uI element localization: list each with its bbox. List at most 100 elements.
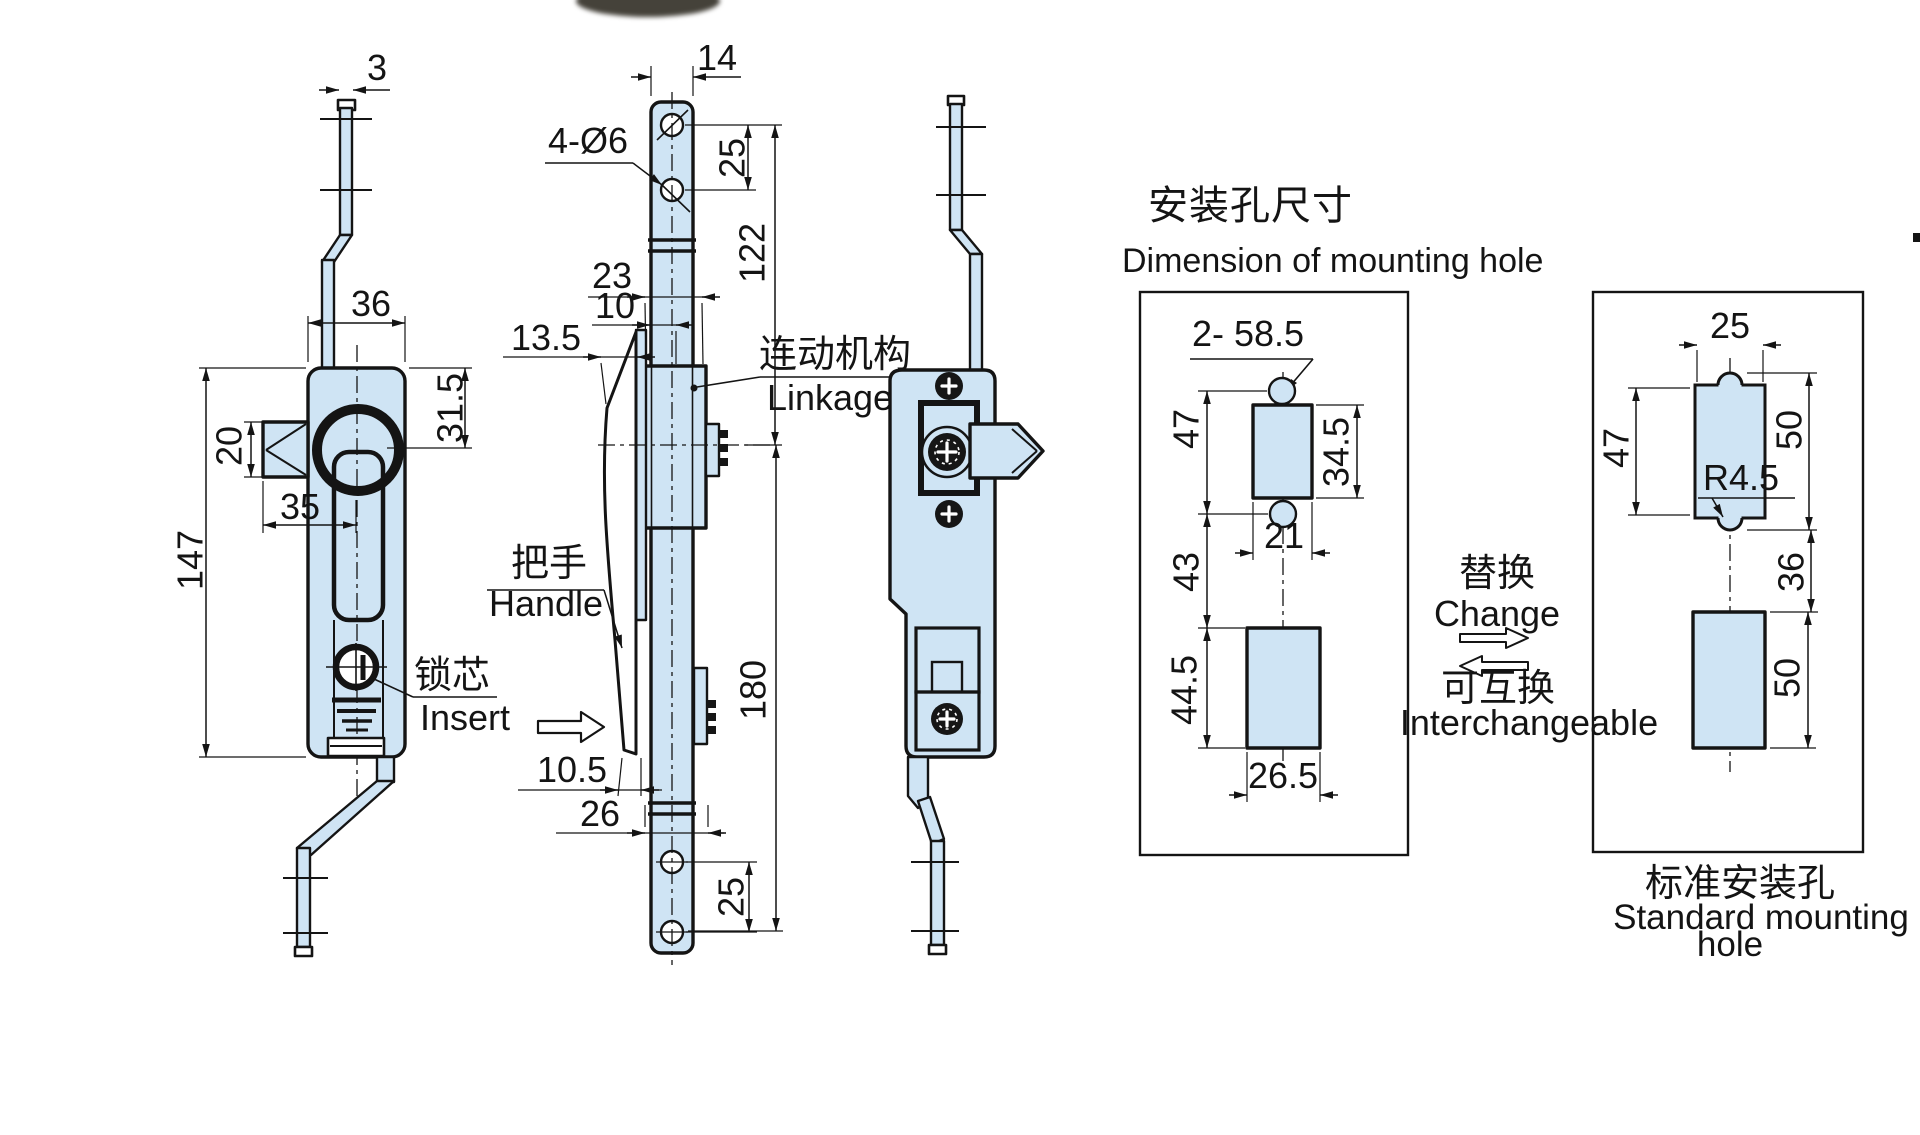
dim-label: 44.5 xyxy=(1164,655,1205,725)
mounting-panel-2: 25 47 50 R4.5 xyxy=(1591,290,1909,964)
mounting-panel-1: 2- 58.5 47 34.5 xyxy=(1138,290,1410,857)
insert-callout: 锁芯 Insert xyxy=(373,655,510,738)
rod-bottom-bend xyxy=(916,795,946,846)
cam-lower xyxy=(692,666,709,746)
change-label-cn: 替换 xyxy=(1459,553,1535,595)
lower-block xyxy=(914,690,981,752)
dim-label: 47 xyxy=(1166,409,1207,449)
section-title-cn: 安装孔尺寸 xyxy=(1148,184,1353,228)
slot-upper xyxy=(1695,385,1765,518)
dim-label: 36 xyxy=(351,283,391,324)
radius-callout: R4.5 xyxy=(1698,457,1795,518)
caption-cn: 标准安装孔 xyxy=(1645,863,1835,905)
panel-border xyxy=(1138,290,1410,857)
rod-lower xyxy=(320,258,336,370)
dim-label: 35 xyxy=(280,486,320,527)
dim-lower-width: 26.5 xyxy=(1229,752,1338,802)
dim-handle-depth: 13.5 xyxy=(503,317,655,405)
handle-label-cn: 把手 xyxy=(511,543,587,585)
latch-arm xyxy=(968,422,1045,480)
dim-label: 50 xyxy=(1769,410,1810,450)
dim-label: 13.5 xyxy=(511,317,581,358)
dim-lower-height: 44.5 xyxy=(1164,628,1245,749)
mounting-section: 安装孔尺寸 Dimension of mounting hole 2- 58.5… xyxy=(1122,184,1909,964)
cam-upper xyxy=(704,422,721,478)
dim-body-width: 36 xyxy=(307,283,406,362)
direction-arrow-icon xyxy=(536,710,606,744)
linkage-label-cn: 连动机构 xyxy=(759,334,911,376)
rear-view xyxy=(888,94,1045,956)
dim-label: 50 xyxy=(1767,658,1808,698)
dim-upper-height: 50 xyxy=(1747,372,1817,531)
scan-smudge xyxy=(576,0,720,17)
dim-latch-width: 35 xyxy=(262,481,357,533)
caption-en-line1: Standard mounting xyxy=(1613,898,1909,937)
dim-latch-height: 20 xyxy=(209,421,262,478)
insert-label-en: Insert xyxy=(420,697,510,738)
arrow-right-icon xyxy=(1459,627,1529,649)
dim-label: 147 xyxy=(170,530,211,590)
dim-label: 10.5 xyxy=(537,749,607,790)
exchange-note: 替换 Change 可互换 Interchangeable xyxy=(1400,553,1658,743)
insert-label-cn: 锁芯 xyxy=(414,655,490,697)
side-view: 14 25 122 4-Ø6 23 xyxy=(487,37,912,965)
pilot-hole-bottom xyxy=(1268,499,1298,529)
handle-callout: 把手 Handle xyxy=(487,543,623,649)
rod-bottom-cap xyxy=(927,943,948,956)
edge-mark xyxy=(1913,233,1920,242)
dim-label: 25 xyxy=(712,138,753,178)
linkage-label-en: Linkage xyxy=(767,377,893,418)
front-view: 3 36 31.5 xyxy=(170,47,510,958)
dim-top-pitch: 47 xyxy=(1166,390,1268,515)
dim-label: 25 xyxy=(1710,305,1750,346)
caption-en-line2: hole xyxy=(1697,925,1763,964)
dim-rod-length: 122 xyxy=(732,125,782,446)
dim-label: 26.5 xyxy=(1248,755,1318,796)
rod-bottom-cap xyxy=(293,945,314,958)
dim-lower-height: 50 xyxy=(1767,612,1816,749)
dim-label: 43 xyxy=(1166,552,1207,592)
dim-body-length: 180 xyxy=(688,445,783,932)
rod-lower xyxy=(968,252,984,372)
dim-slot-width: 21 xyxy=(1235,502,1330,560)
dim-top-offset: 31.5 xyxy=(387,367,472,449)
pilot-hole-top xyxy=(1267,376,1297,406)
dim-slot-height: 34.5 xyxy=(1316,404,1364,499)
handle-ring xyxy=(312,404,404,496)
dim-label: 3 xyxy=(367,47,387,88)
dim-label: 26 xyxy=(580,793,620,834)
dim-label: 14 xyxy=(697,37,737,78)
dim-label: 21 xyxy=(1264,515,1304,556)
holes-label: 2- 58.5 xyxy=(1192,313,1304,354)
interchangeable-label-en: Interchangeable xyxy=(1400,702,1658,743)
handle-slot xyxy=(331,449,386,623)
panel-border xyxy=(1591,290,1865,854)
rod-upper xyxy=(338,106,354,237)
dim-label: 34.5 xyxy=(1316,417,1357,487)
dim-bar-depth: 10 xyxy=(592,285,694,364)
linkage-plate xyxy=(643,364,708,530)
dim-plate-depth: 23 xyxy=(588,255,720,365)
radius-label: R4.5 xyxy=(1703,457,1779,498)
dim-gap: 36 xyxy=(1770,530,1818,613)
dim-label: 20 xyxy=(209,426,250,466)
arrow-left-icon xyxy=(1459,655,1529,677)
dim-left-height: 47 xyxy=(1596,387,1690,516)
section-title-en: Dimension of mounting hole xyxy=(1122,242,1543,280)
dim-lower-offset: 10.5 xyxy=(518,749,662,797)
linkage-callout: 连动机构 Linkage xyxy=(690,334,912,418)
dim-label: 180 xyxy=(733,660,774,720)
dim-label: 23 xyxy=(592,255,632,296)
slot-lower xyxy=(1245,626,1322,750)
handle-label-en: Handle xyxy=(489,583,603,624)
dim-label: 10 xyxy=(595,285,635,326)
dim-hole-pitch-top: 25 xyxy=(685,124,782,191)
holes-label: 4-Ø6 xyxy=(548,120,628,161)
dim-bracket-width: 14 xyxy=(631,37,741,96)
rod-bottom-neck xyxy=(375,755,396,784)
dim-label: 47 xyxy=(1596,428,1637,468)
dim-lower-depth: 26 xyxy=(556,793,726,837)
dim-rod-width: 3 xyxy=(319,47,390,94)
